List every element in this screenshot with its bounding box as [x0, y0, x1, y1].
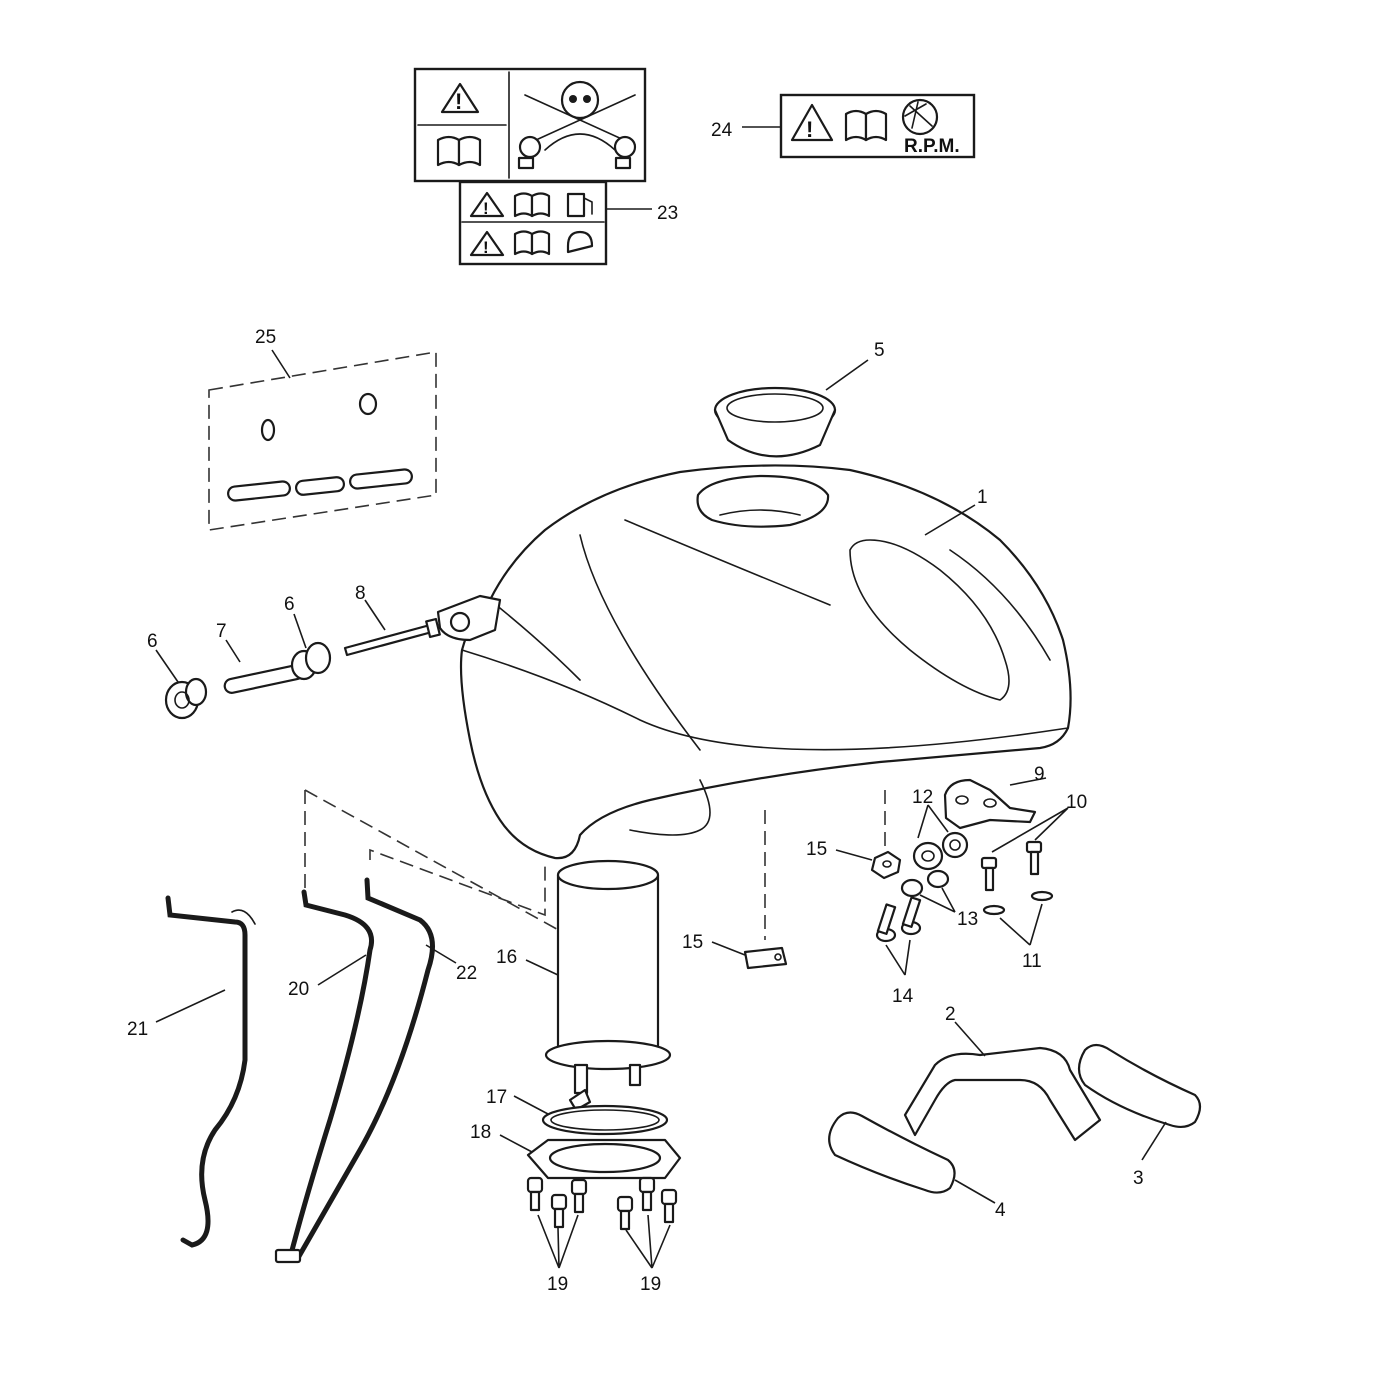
callout-24: 24 — [711, 120, 733, 141]
callout-15b: 15 — [682, 932, 703, 953]
manual-book-icon — [513, 230, 551, 256]
rpm-gauge-icon — [901, 98, 939, 136]
warning-triangle-icon: ! — [469, 230, 505, 257]
helmet-icon — [517, 135, 637, 170]
tank-pad-left — [828, 1111, 996, 1204]
callout-15a: 15 — [806, 839, 827, 860]
manual-book-icon — [436, 135, 482, 167]
callout-18: 18 — [470, 1122, 491, 1143]
callout-14: 14 — [892, 986, 914, 1007]
callout-17: 17 — [486, 1087, 507, 1108]
callout-labels: 1 2 3 4 5 6 6 7 8 9 10 11 12 13 14 15 15… — [127, 120, 1144, 1295]
helmet-icon — [566, 230, 594, 254]
svg-text:!: ! — [455, 89, 462, 114]
screw — [616, 1195, 634, 1231]
rear-mount-bracket — [943, 777, 1047, 830]
callout-4: 4 — [995, 1200, 1006, 1221]
warning-label-skull: ! — [413, 67, 647, 183]
pad-15 — [711, 941, 788, 970]
mount-spacers — [900, 869, 956, 913]
warning-label-24: ! R.P.M. — [742, 93, 976, 159]
callout-5: 5 — [874, 340, 885, 361]
fuel-pump-icon — [566, 192, 593, 218]
callout-10: 10 — [1066, 792, 1087, 813]
decal-sheet-25 — [208, 349, 437, 531]
pump-screws — [526, 1176, 678, 1269]
screw — [550, 1193, 568, 1229]
warning-triangle-icon: ! — [469, 191, 505, 218]
callout-9: 9 — [1034, 764, 1045, 785]
callout-6b: 6 — [284, 594, 295, 615]
callout-1: 1 — [977, 487, 988, 508]
tank-pad-centre — [903, 1021, 1102, 1142]
fuel-tank — [436, 464, 1072, 860]
callout-8: 8 — [355, 583, 366, 604]
callout-3: 3 — [1133, 1168, 1144, 1189]
svg-text:R.P.M.: R.P.M. — [904, 136, 960, 157]
svg-text:!: ! — [483, 238, 489, 257]
callout-12: 12 — [912, 787, 933, 808]
screw — [660, 1188, 678, 1224]
bolt — [1025, 840, 1043, 876]
callout-7: 7 — [216, 621, 227, 642]
bolt — [875, 903, 897, 943]
callout-11: 11 — [1022, 951, 1042, 972]
callout-19a: 19 — [547, 1274, 568, 1295]
mount-grommets — [912, 804, 969, 871]
manual-book-icon — [844, 109, 888, 142]
callout-22: 22 — [456, 963, 477, 984]
rubber-bush — [164, 677, 208, 720]
mount-washers-11 — [982, 890, 1054, 946]
clip-nut — [835, 849, 902, 880]
pump-retaining-ring — [499, 1134, 682, 1180]
rubber-grommet — [941, 831, 969, 859]
warning-triangle-icon: ! — [440, 82, 480, 114]
rubber-grommet — [912, 841, 944, 871]
screw — [526, 1176, 544, 1212]
drain-hose — [274, 877, 457, 1264]
screw — [570, 1178, 588, 1214]
callout-6a: 6 — [147, 631, 158, 652]
callout-21: 21 — [127, 1019, 148, 1040]
warning-triangle-icon: ! — [790, 103, 834, 142]
bolt — [980, 856, 998, 892]
skull-crossbones-icon — [524, 80, 636, 151]
warning-label-23: ! ! — [458, 180, 652, 266]
tank-pad-right — [1077, 1043, 1202, 1161]
screw — [638, 1176, 656, 1212]
callout-13: 13 — [957, 909, 978, 930]
callout-23: 23 — [657, 203, 678, 224]
mount-bolts-10 — [980, 807, 1069, 892]
callout-20: 20 — [288, 979, 309, 1000]
filler-ring — [713, 359, 869, 458]
manual-book-icon — [513, 192, 551, 218]
breather-hose — [155, 895, 256, 1248]
fuel-pump — [525, 859, 672, 1112]
bolt — [900, 896, 922, 936]
callout-19b: 19 — [640, 1274, 661, 1295]
vent-hose — [287, 889, 374, 1261]
callout-16: 16 — [496, 947, 517, 968]
callout-2: 2 — [945, 1004, 956, 1025]
pump-seal — [513, 1095, 669, 1136]
callout-25: 25 — [255, 327, 276, 348]
mount-bolts-14 — [875, 896, 922, 976]
rubber-bush — [290, 641, 332, 681]
front-mount-hardware — [155, 599, 441, 720]
svg-text:!: ! — [483, 199, 489, 218]
svg-text:!: ! — [806, 117, 813, 142]
